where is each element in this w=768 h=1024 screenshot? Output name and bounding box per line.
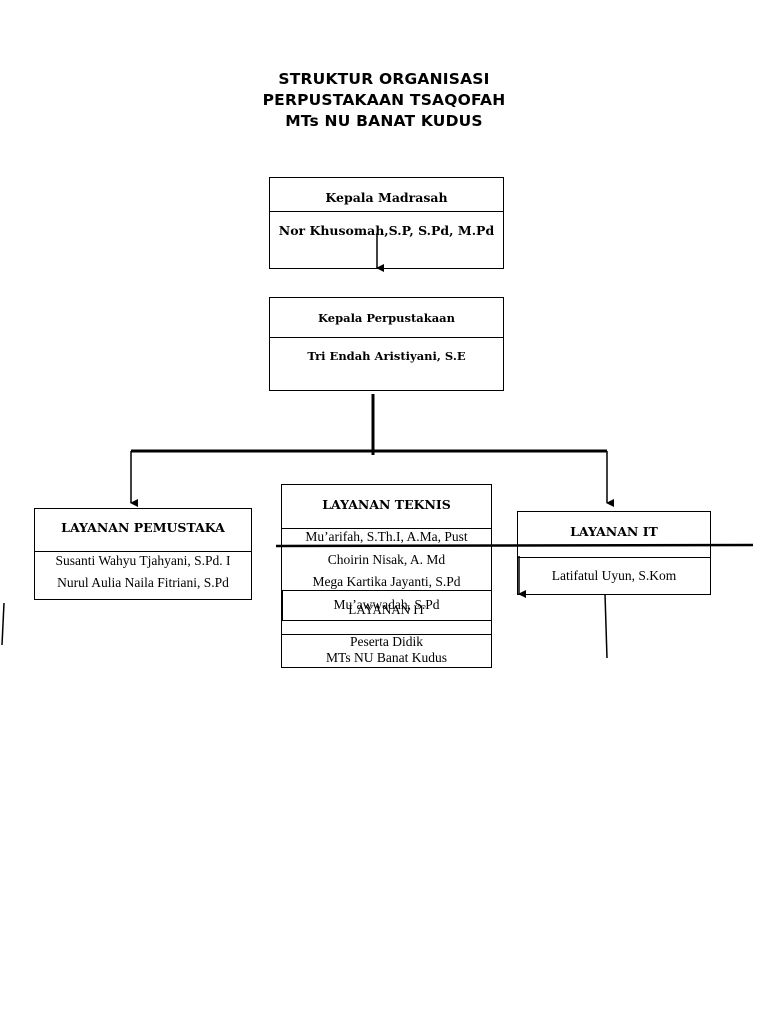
kepala-madrasah-title: Kepala Madrasah: [325, 190, 448, 205]
layanan-it-member: Latifatul Uyun, S.Kom: [551, 568, 677, 583]
kepala-perpustakaan-title: Kepala Perpustakaan: [318, 311, 455, 325]
layanan-pemustaka-member: Susanti Wahyu Tjahyani, S.Pd. I: [55, 553, 231, 568]
layanan-teknis-member: Mu’arifah, S.Th.I, A.Ma, Pust: [305, 529, 468, 544]
layanan-it-box: LAYANAN IT Latifatul Uyun, S.Kom: [517, 511, 711, 595]
layanan-it-overlap-box: LAYANAN IT: [282, 590, 492, 621]
layanan-teknis-member: Mega Kartika Jayanti, S.Pd: [312, 574, 461, 589]
chart-title-line-3: MTs NU BANAT KUDUS: [285, 112, 483, 130]
divider: [282, 634, 491, 635]
kepala-perpustakaan-box: Kepala Perpustakaan Tri Endah Aristiyani…: [269, 297, 504, 391]
divider: [35, 551, 251, 552]
divider: [270, 337, 503, 338]
chart-title-line-1: STRUKTUR ORGANISASI: [278, 70, 490, 88]
divider: [518, 557, 710, 558]
divider: [282, 528, 491, 529]
kepala-madrasah-box: Kepala Madrasah Nor Khusomah,S.P, S.Pd, …: [269, 177, 504, 269]
layanan-teknis-member: Choirin Nisak, A. Md: [327, 552, 446, 567]
divider: [270, 211, 503, 212]
stray-vertical-line: [604, 593, 608, 659]
layanan-teknis-box: LAYANAN TEKNIS Mu’arifah, S.Th.I, A.Ma, …: [281, 484, 492, 668]
layanan-teknis-title: LAYANAN TEKNIS: [322, 497, 451, 512]
kepala-madrasah-name: Nor Khusomah,S.P, S.Pd, M.Pd: [278, 223, 495, 238]
layanan-teknis-member: Mu’awwadah, S.Pd: [333, 597, 440, 612]
stray-left-mark: [1, 602, 5, 646]
peserta-line-1: Peserta Didik: [349, 634, 424, 649]
peserta-line-2: MTs NU Banat Kudus: [326, 650, 447, 665]
layanan-it-overlap-title: LAYANAN IT: [348, 602, 426, 617]
layanan-pemustaka-title: LAYANAN PEMUSTAKA: [61, 520, 225, 535]
layanan-it-title: LAYANAN IT: [570, 524, 658, 539]
kepala-perpustakaan-name: Tri Endah Aristiyani, S.E: [307, 349, 466, 363]
chart-title-line-2: PERPUSTAKAAN TSAQOFAH: [262, 91, 506, 109]
layanan-pemustaka-member: Nurul Aulia Naila Fitriani, S.Pd: [57, 575, 229, 590]
stray-horizontal-line: [275, 543, 754, 548]
layanan-pemustaka-box: LAYANAN PEMUSTAKA Susanti Wahyu Tjahyani…: [34, 508, 252, 600]
